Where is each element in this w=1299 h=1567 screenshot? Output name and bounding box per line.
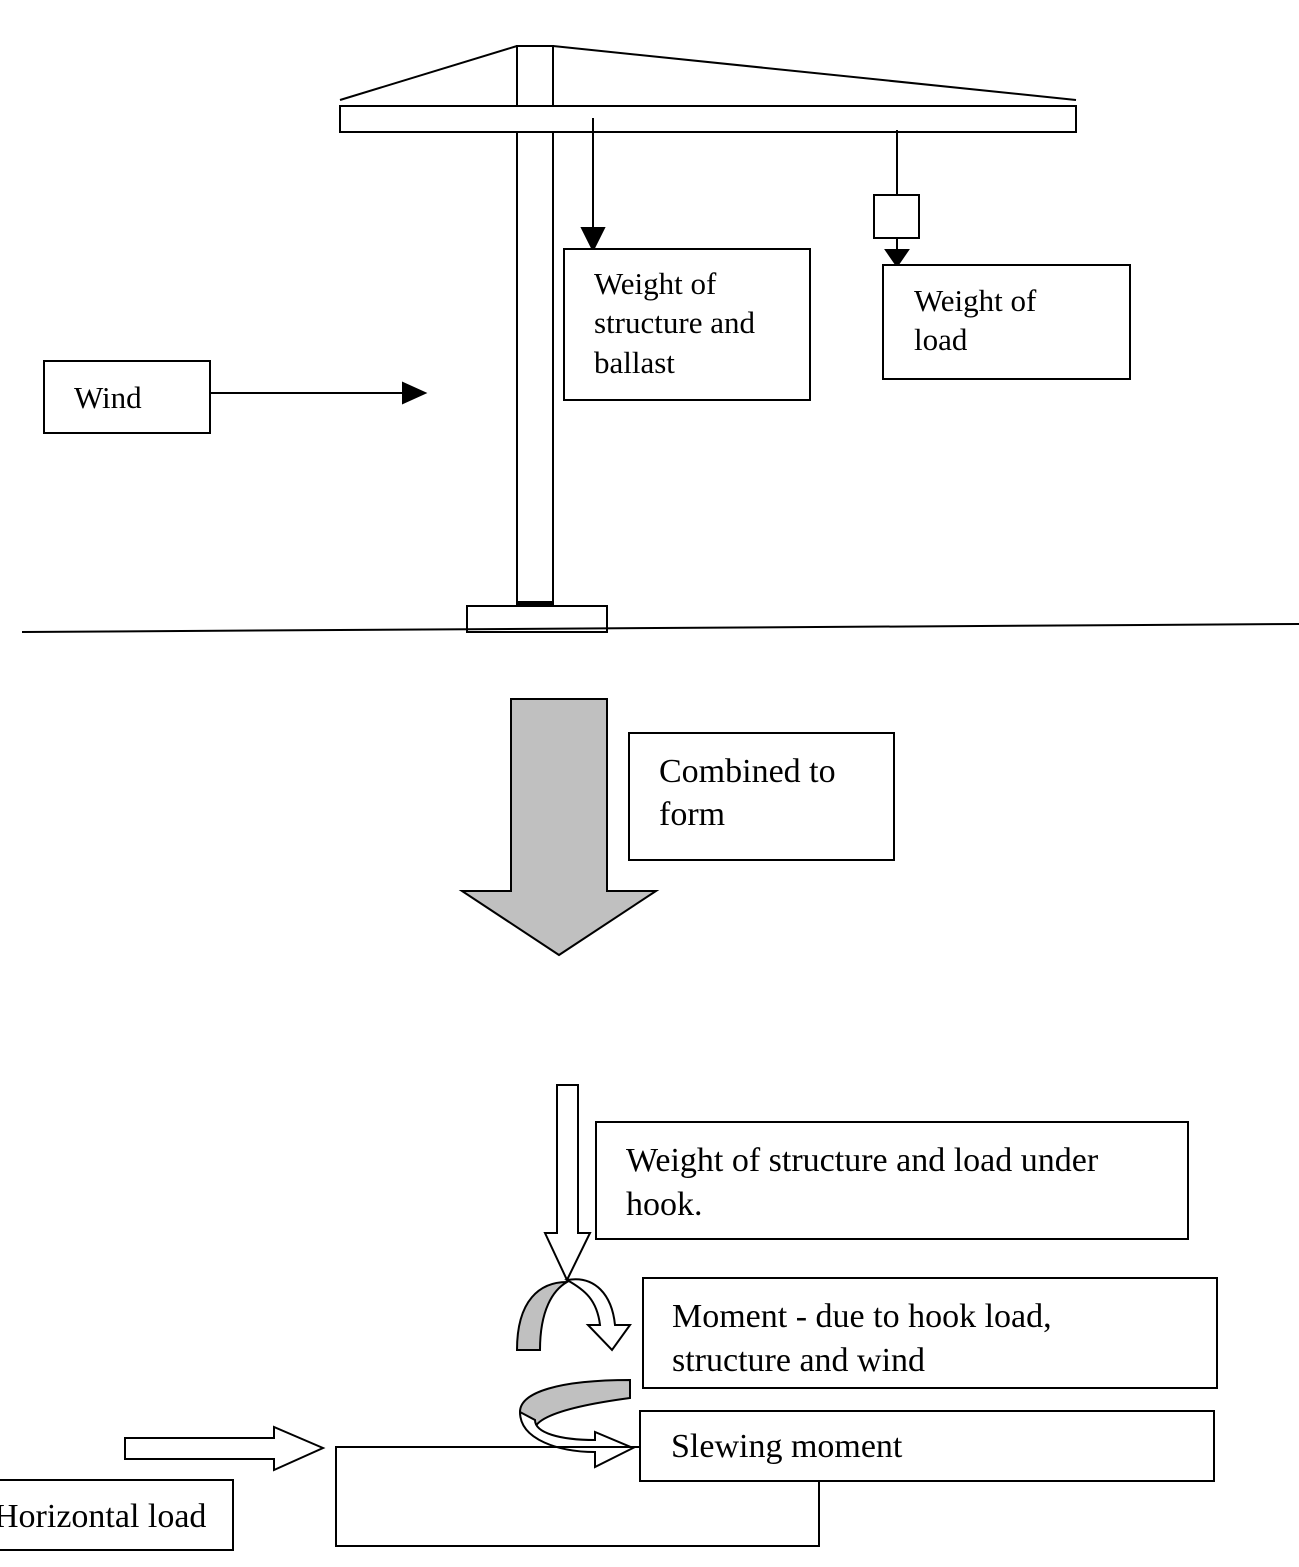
horizontal-load-box: Horizontal load (0, 1479, 234, 1551)
slewing-moment-label: Slewing moment (671, 1428, 903, 1465)
jib-tie-right (552, 45, 1077, 101)
weight-structure-arrowhead (580, 227, 606, 253)
moment-label: Moment - due to hook load, structure and… (672, 1298, 1052, 1379)
weight-structure-load-hook-box: Weight of structure and load under hook. (595, 1121, 1189, 1240)
weight-load-label: Weight of load (914, 283, 1037, 358)
force-arrows (211, 118, 910, 405)
moment-arc-grey (515, 1280, 571, 1351)
slewing-arc-white (518, 1410, 636, 1469)
moment-box: Moment - due to hook load, structure and… (642, 1277, 1218, 1389)
horizontal-load-label: Horizontal load (0, 1498, 207, 1535)
slewing-moment-box: Slewing moment (639, 1410, 1215, 1482)
jib (339, 105, 1077, 133)
weight-structure-ballast-box: Weight of structure and ballast (563, 248, 811, 401)
weight-load-box: Weight of load (882, 264, 1131, 380)
vertical-load-arrow (543, 1084, 592, 1283)
combined-box: Combined to form (628, 732, 895, 861)
wind-label-box: Wind (43, 360, 211, 434)
combined-down-arrow (458, 698, 660, 957)
resultant-forces (124, 1084, 820, 1547)
combined-label: Combined to form (659, 753, 836, 834)
horizontal-load-arrow (124, 1425, 326, 1472)
crane-base-block (335, 1446, 820, 1547)
jib-tie-left (339, 45, 518, 101)
weight-structure-load-hook-label: Weight of structure and load under hook. (626, 1142, 1099, 1224)
hook-load-block (873, 194, 920, 239)
wind-label: Wind (74, 380, 142, 415)
tower-mast (516, 45, 554, 605)
weight-structure-ballast-label: Weight of structure and ballast (594, 266, 755, 380)
weight-load-arrowhead (884, 249, 910, 268)
ground-line (21, 623, 1299, 633)
moment-arc-white (564, 1278, 632, 1352)
wind-arrowhead (402, 381, 428, 405)
tower-crane (21, 45, 1299, 633)
